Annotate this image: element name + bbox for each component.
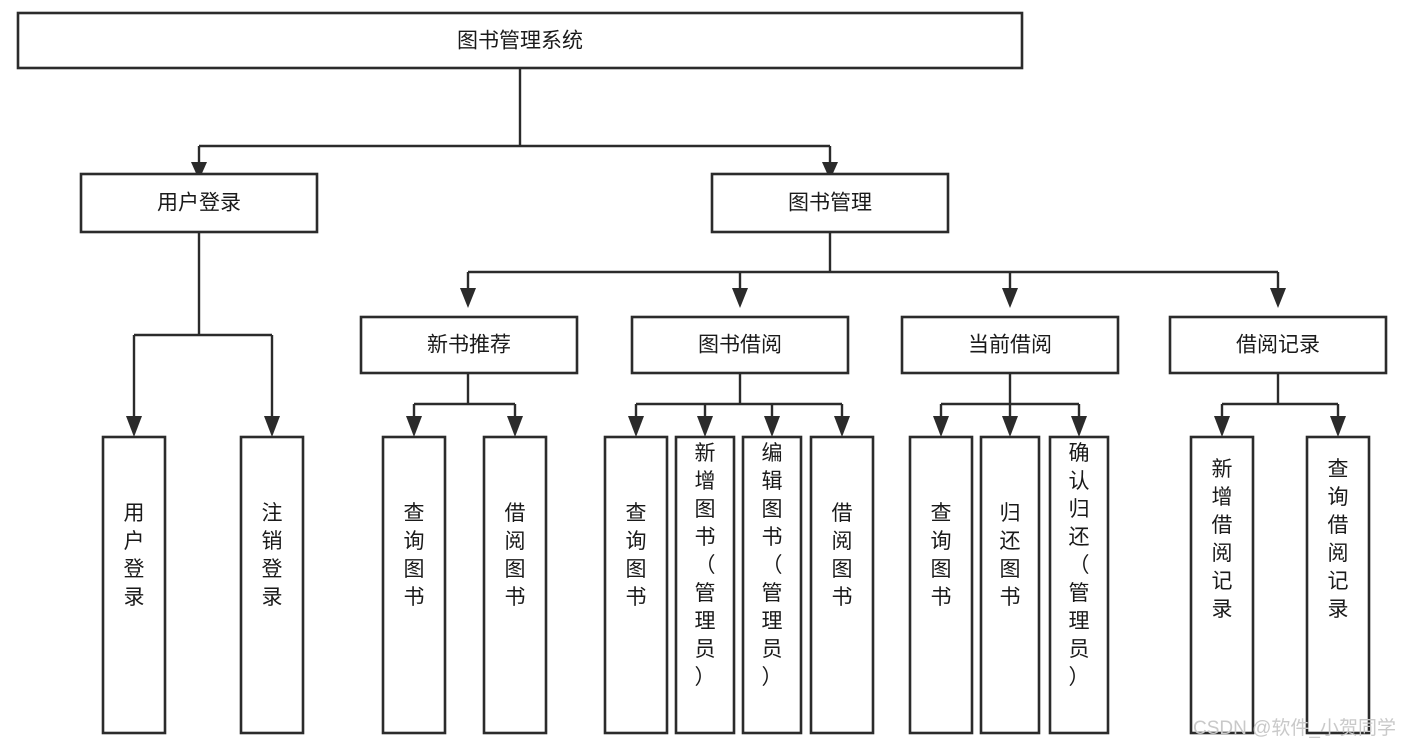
node-book-manage[interactable]: 图书管理 <box>710 172 950 234</box>
connector-borrowrecord-to-leaves <box>1214 373 1346 437</box>
node-leaf-edit-book[interactable]: 编辑图书（管理员） <box>741 435 803 735</box>
node-leaf-add-record-label: 新增借阅记录 <box>1212 458 1233 621</box>
connector-currentborrow-to-leaves <box>933 373 1087 437</box>
node-leaf-borrow-book-1-label: 借阅图书 <box>505 502 526 609</box>
connector-root-to-level1 <box>191 69 838 180</box>
connector-bookborrow-to-leaves <box>628 373 850 437</box>
node-current-borrow[interactable]: 当前借阅 <box>900 315 1120 375</box>
node-leaf-borrow-book-1[interactable]: 借阅图书 <box>482 435 548 735</box>
node-leaf-add-record[interactable]: 新增借阅记录 <box>1189 435 1255 735</box>
node-leaf-query-book-1[interactable]: 查询图书 <box>381 435 447 735</box>
node-leaf-query-book-1-label: 查询图书 <box>404 502 425 609</box>
node-leaf-borrow-book-2[interactable]: 借阅图书 <box>809 435 875 735</box>
connector-userlogin-to-leaves <box>126 232 280 437</box>
node-leaf-user-logout[interactable]: 注销登录 <box>239 435 305 735</box>
node-borrow-record[interactable]: 借阅记录 <box>1168 315 1388 375</box>
node-user-login-label: 用户登录 <box>157 192 241 215</box>
node-root-label: 图书管理系统 <box>457 30 583 53</box>
node-leaf-return-book[interactable]: 归还图书 <box>979 435 1041 735</box>
node-new-book-recommend[interactable]: 新书推荐 <box>359 315 579 375</box>
node-leaf-user-logout-label: 注销登录 <box>262 502 283 609</box>
node-leaf-query-book-3[interactable]: 查询图书 <box>908 435 974 735</box>
node-leaf-confirm-return[interactable]: 确认归还（管理员） <box>1048 435 1110 735</box>
node-leaf-query-record[interactable]: 查询借阅记录 <box>1305 435 1371 735</box>
node-leaf-add-book-label: 新增图书（管理员） <box>695 442 716 689</box>
connector-newbook-to-leaves <box>406 373 523 437</box>
node-leaf-query-book-2-label: 查询图书 <box>626 502 647 609</box>
connector-bookmanage-to-level2 <box>460 232 1286 308</box>
node-leaf-edit-book-label: 编辑图书（管理员） <box>762 442 783 689</box>
node-root[interactable]: 图书管理系统 <box>16 11 1024 70</box>
node-leaf-add-book[interactable]: 新增图书（管理员） <box>674 435 736 735</box>
node-current-borrow-label: 当前借阅 <box>968 334 1052 357</box>
node-book-borrow[interactable]: 图书借阅 <box>630 315 850 375</box>
node-leaf-return-book-label: 归还图书 <box>1000 502 1021 609</box>
node-user-login[interactable]: 用户登录 <box>79 172 319 234</box>
node-leaf-query-record-label: 查询借阅记录 <box>1328 458 1349 621</box>
node-leaf-user-login[interactable]: 用户登录 <box>101 435 167 735</box>
node-leaf-user-login-label: 用户登录 <box>124 502 145 609</box>
node-book-manage-label: 图书管理 <box>788 192 872 215</box>
node-new-book-recommend-label: 新书推荐 <box>427 334 511 357</box>
node-leaf-query-book-2[interactable]: 查询图书 <box>603 435 669 735</box>
node-leaf-borrow-book-2-label: 借阅图书 <box>832 502 853 609</box>
node-leaf-query-book-3-label: 查询图书 <box>931 502 952 609</box>
node-borrow-record-label: 借阅记录 <box>1236 334 1320 357</box>
node-book-borrow-label: 图书借阅 <box>698 334 782 357</box>
csdn-watermark: CSDN @软件_小贺同学 <box>1193 717 1396 739</box>
node-leaf-confirm-return-label: 确认归还（管理员） <box>1069 442 1090 689</box>
